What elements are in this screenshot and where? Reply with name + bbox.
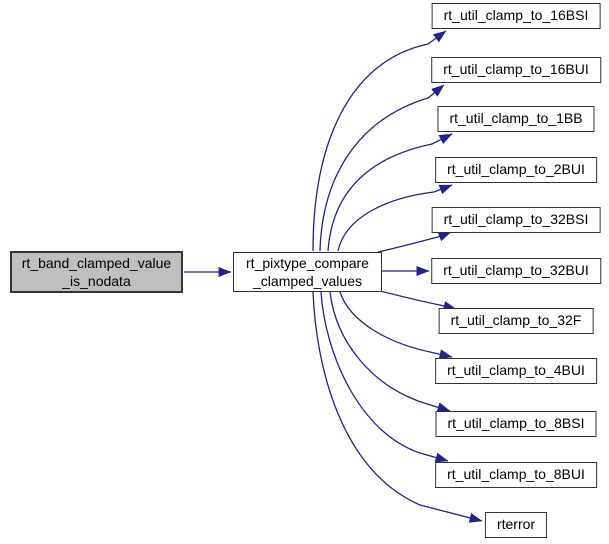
node-rt-util-clamp-to-32f[interactable]: rt_util_clamp_to_32F: [438, 308, 594, 334]
call-edge: [320, 291, 449, 463]
call-edge: [312, 30, 447, 252]
node-rt-band-clamped-value-is-nodata: rt_band_clamped_value _is_nodata: [10, 251, 183, 293]
node-rt-util-clamp-to-16bsi[interactable]: rt_util_clamp_to_16BSI: [431, 3, 601, 29]
node-rt-util-clamp-to-8bui[interactable]: rt_util_clamp_to_8BUI: [435, 462, 597, 488]
node-label: _clamped_values: [253, 273, 362, 289]
call-edge: [329, 291, 451, 413]
node-label: rt_band_clamped_value: [21, 255, 172, 271]
node-rt-util-clamp-to-8bsi[interactable]: rt_util_clamp_to_8BSI: [435, 411, 597, 437]
call-edge: [377, 231, 452, 253]
call-edge: [337, 184, 453, 252]
call-edge: [339, 291, 453, 360]
node-rt-util-clamp-to-2bui[interactable]: rt_util_clamp_to_2BUI: [435, 157, 597, 183]
call-edge: [319, 84, 445, 252]
call-edge: [379, 290, 457, 311]
node-label: _is_nodata: [62, 273, 131, 289]
call-edge: [312, 291, 483, 523]
node-label: rt_pixtype_compare: [246, 255, 369, 271]
node-rt-util-clamp-to-4bui[interactable]: rt_util_clamp_to_4BUI: [435, 358, 597, 384]
node-rterror[interactable]: rterror: [484, 512, 548, 538]
node-rt-util-clamp-to-32bsi[interactable]: rt_util_clamp_to_32BSI: [431, 207, 601, 233]
node-rt-util-clamp-to-16bui[interactable]: rt_util_clamp_to_16BUI: [431, 57, 601, 83]
node-rt-util-clamp-to-32bui[interactable]: rt_util_clamp_to_32BUI: [431, 258, 601, 284]
node-rt-pixtype-compare-clamped-values[interactable]: rt_pixtype_compare _clamped_values: [233, 252, 382, 292]
call-edge: [327, 133, 453, 252]
node-rt-util-clamp-to-1bb[interactable]: rt_util_clamp_to_1BB: [437, 106, 595, 132]
